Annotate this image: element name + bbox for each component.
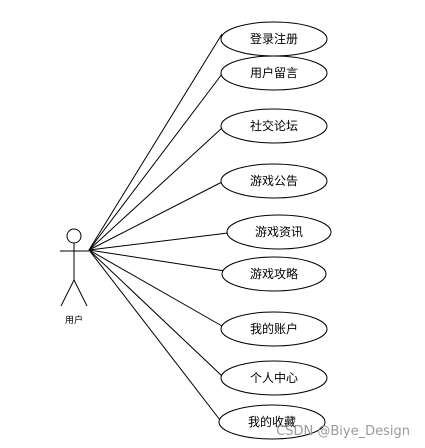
actor-right-leg — [73, 279, 88, 307]
watermark-text: CSDN @Biye_Design — [276, 424, 410, 439]
use-case-label: 我的收藏 — [248, 414, 296, 429]
use-case-game-announcement: 游戏公告 — [220, 163, 328, 199]
use-case-ellipse — [220, 360, 328, 396]
use-case-ellipse — [220, 55, 328, 91]
association-line-social-forum — [88, 127, 223, 251]
use-case-ellipse — [220, 163, 328, 199]
use-case-ellipse — [218, 404, 326, 440]
use-case-ellipse — [226, 214, 332, 250]
use-case-label: 游戏公告 — [250, 174, 298, 188]
association-line-game-guide — [88, 249, 226, 272]
actor-head — [66, 228, 82, 244]
use-case-my-account: 我的账户 — [220, 311, 328, 347]
use-case-label: 个人中心 — [250, 370, 298, 385]
association-lines — [88, 33, 229, 421]
use-case-label: 用户留言 — [250, 65, 298, 80]
actor-left-leg — [60, 279, 75, 307]
use-case-label: 游戏攻略 — [250, 266, 298, 281]
use-case-personal-center: 个人中心 — [220, 360, 328, 396]
use-case-label: 我的账户 — [250, 321, 298, 336]
use-case-my-favorites: 我的收藏 — [218, 404, 326, 440]
use-case-game-guide: 游戏攻略 — [221, 256, 327, 292]
use-case-login-register: 登录注册 — [220, 21, 328, 57]
use-case-ellipse — [220, 108, 328, 144]
use-case-label: 游戏资讯 — [255, 225, 303, 239]
association-line-game-news — [88, 232, 229, 251]
association-line-user-message — [88, 73, 223, 251]
use-case-label: 社交论坛 — [250, 118, 298, 133]
use-case-game-news: 游戏资讯 — [226, 214, 332, 250]
use-case-ellipse — [220, 311, 328, 347]
use-case-ellipse — [221, 256, 327, 292]
use-case-social-forum: 社交论坛 — [220, 108, 328, 144]
actor-figure — [60, 228, 89, 307]
association-line-login-register — [88, 33, 223, 251]
association-line-my-favorites — [88, 249, 221, 421]
actor-label: 用户 — [65, 314, 83, 326]
association-line-my-account — [88, 249, 223, 327]
association-line-game-announcement — [88, 181, 223, 251]
use-case-label: 登录注册 — [250, 31, 298, 46]
use-case-user-message: 用户留言 — [220, 55, 328, 91]
association-line-personal-center — [88, 249, 223, 377]
